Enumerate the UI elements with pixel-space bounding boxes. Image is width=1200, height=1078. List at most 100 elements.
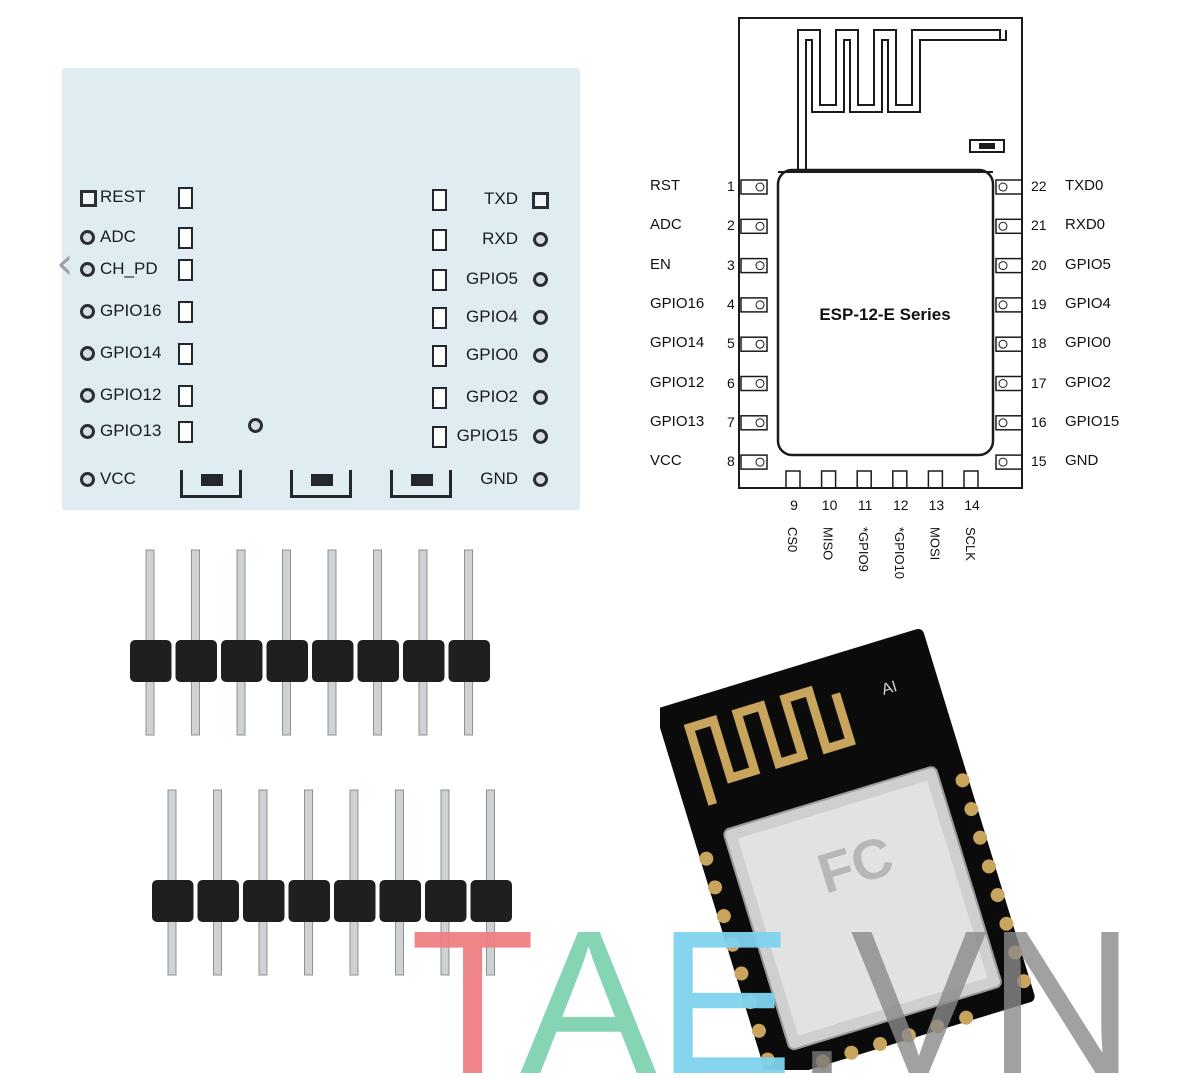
board-left-label: GPIO16 [100,301,162,320]
header-pin [486,789,495,891]
pinout-left-name: ADC [650,216,682,234]
pinout-bottom-name: CS0 [785,527,800,553]
pinout-right-num: 20 [1031,256,1047,273]
left-chevron-icon[interactable]: ‹ [56,238,74,289]
board-pin-pad [80,388,95,403]
board-left-label: ADC [100,227,136,246]
header-housing [403,640,445,682]
watermark: TAE.VN [410,900,1200,1078]
pinout-pad [740,297,768,313]
pinout-bottom-name: *GPIO10 [891,527,907,580]
header-pin [282,549,291,651]
board-smd-pad [432,189,447,211]
header-housing [379,880,421,922]
pinout-left-num: 7 [727,413,735,430]
board-right-label: TXD [484,189,518,208]
pinout-left-name: GPIO14 [650,334,705,352]
pinout-bottom-name: MOSI [927,527,943,561]
pinout-bottom-num: 12 [893,497,909,513]
board-pin-pad [80,190,97,207]
pinout-pad [995,375,1023,392]
board-smd-pad [432,307,447,329]
header-housing [470,880,512,922]
pinout-right-num: 22 [1031,178,1047,194]
board-pin-pad [80,262,95,277]
pinout-right-name: TXD0 [1065,177,1104,194]
board-pin-pad [80,230,95,245]
smd-resistor [290,470,352,498]
pinout-pad-hole [755,418,765,428]
pinout-right-name: GND [1065,452,1099,470]
pinout-left-num: 2 [727,217,735,234]
header-pin [304,789,313,891]
pinout-pad [927,470,944,489]
pinout-pad-hole [998,339,1008,349]
pinout-right-num: 16 [1031,413,1047,430]
board-smd-pad [178,421,193,443]
board-pin-pad [533,272,548,287]
header-pin [440,789,450,891]
pinout-pad [740,218,768,235]
pin-headers [130,549,512,976]
board-smd-pad [178,227,193,249]
pinout-pad [785,470,801,489]
pinout-pad-hole [998,379,1008,388]
board-left-label: CH_PD [100,259,158,278]
watermark-letter: T [410,900,521,1078]
pinout-left-name: GPIO12 [650,373,705,391]
pinout-pad [740,375,768,392]
pinout-pad-hole [998,418,1008,428]
header-pin [145,679,155,736]
pinout-pad [963,470,979,489]
pinout-left-num: 6 [727,374,735,391]
pinout-pad [995,257,1023,274]
board-smd-pad [178,259,193,281]
header-housing [312,640,354,682]
board-pin-pad [533,390,548,405]
header-housing [357,640,399,682]
smd-resistor [390,470,452,498]
pinout-right-name: GPIO15 [1065,412,1120,430]
pinout-pad [740,179,768,195]
header-pin [327,679,337,736]
board-right-label: GPIO5 [466,269,518,288]
header-housing [266,640,308,682]
pinout-pad-hole [998,221,1008,231]
pinout-pad [995,454,1023,470]
board-right-label: RXD [482,229,518,248]
header-housing [197,880,239,922]
pinout-left-num: 8 [727,453,735,470]
pinout-pad-hole [755,339,765,349]
board-left-label: GPIO12 [100,385,162,404]
header-pin [327,549,337,651]
watermark-letter: E [656,900,794,1078]
smd-resistor [180,470,242,498]
watermark-letter: A [520,900,657,1078]
pinout-pad-hole [998,300,1008,310]
board-left-label: REST [100,187,146,206]
watermark-letter: . [793,900,851,1078]
header-pin [304,919,313,976]
pinout-right-name: RXD0 [1065,216,1106,234]
antenna-trace [805,30,1007,170]
pinout-right-num: 15 [1031,453,1047,470]
header-pin [213,919,222,976]
pinout-left-num: 4 [727,295,735,312]
pinout-left-num: 3 [727,256,735,273]
pinout-bottom-num: 14 [964,497,980,513]
board-hole [248,418,263,433]
pinout-pad-hole [755,261,765,271]
board-smd-pad [432,387,447,409]
header-pin [167,789,177,891]
pinout-pad [995,218,1023,235]
watermark-letter: V [850,900,988,1078]
board-pin-pad [533,348,548,363]
pinout-pad [820,470,837,489]
pinout-right-num: 19 [1031,295,1047,312]
pinout-pad [856,470,872,489]
board-right-label: GPIO0 [466,345,518,364]
pinout-diagram [738,17,1023,489]
board-pin-pad [533,232,548,247]
board-smd-pad [432,345,447,367]
antenna-trace [797,29,1001,170]
